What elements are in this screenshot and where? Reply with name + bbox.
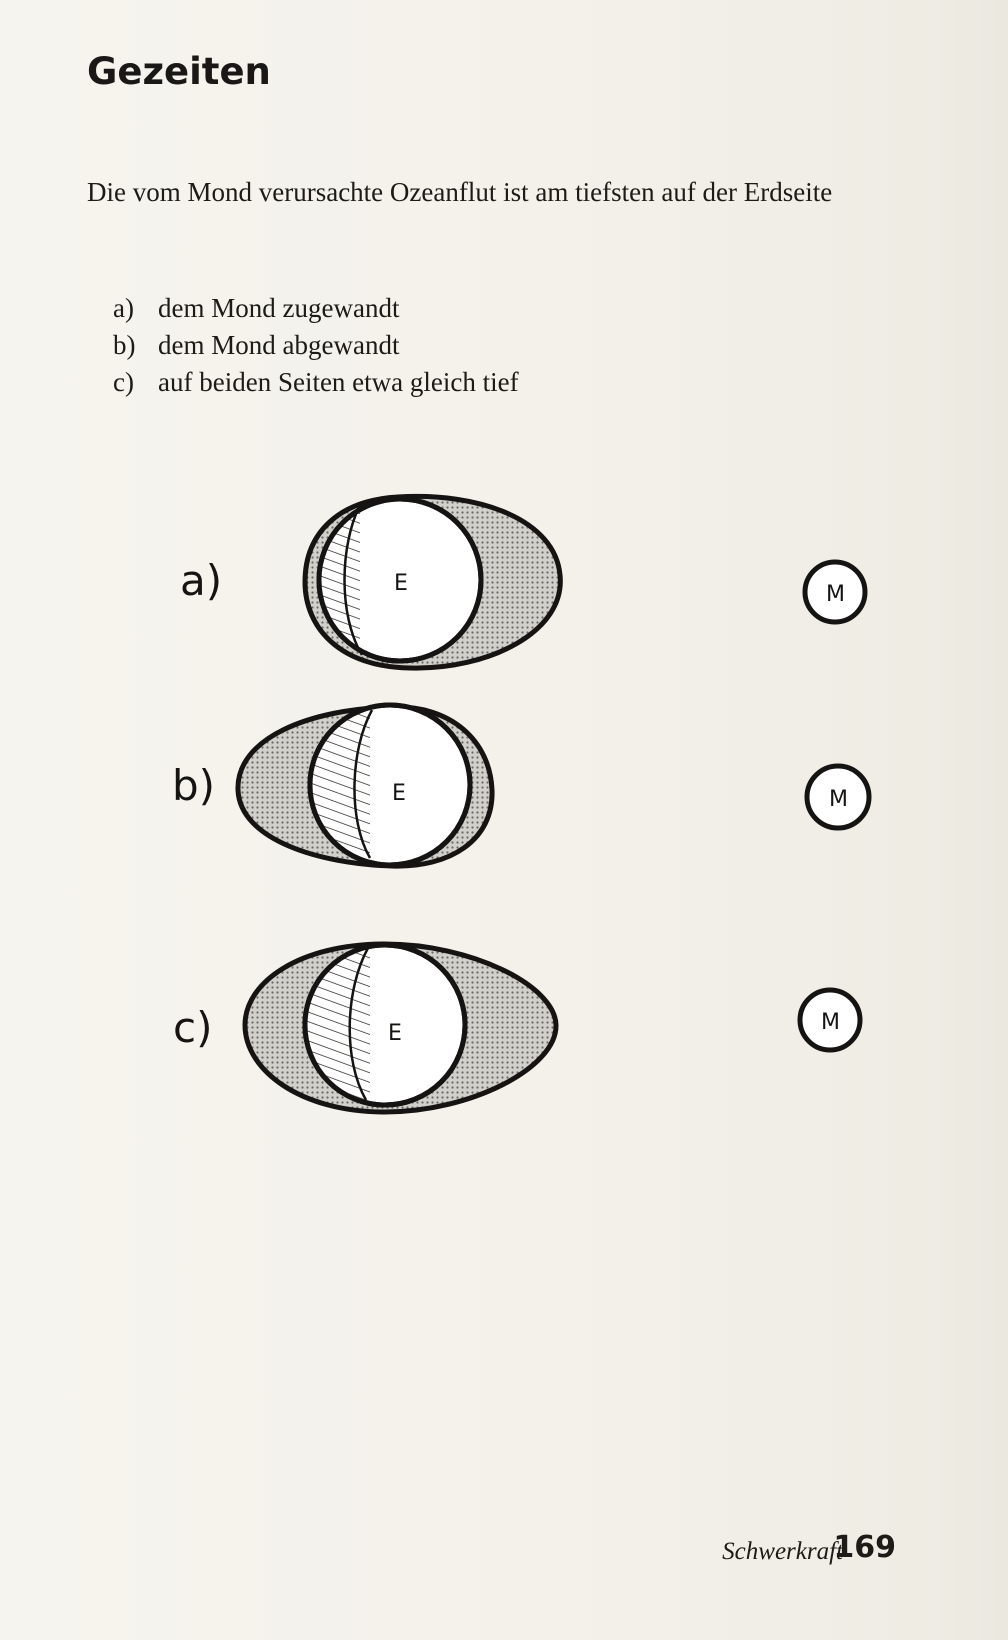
moon-label-c: M <box>821 1010 840 1035</box>
question-text: Die vom Mond verursachte Ozeanflut ist a… <box>87 177 833 207</box>
option-c: c) auf beiden Seiten etwa gleich tief <box>113 364 519 401</box>
moon-b: M <box>804 763 872 831</box>
moon-a: M <box>802 559 868 625</box>
page-title: Gezeiten <box>87 50 271 93</box>
earth-label-a: E <box>394 571 408 596</box>
moon-label-a: M <box>826 582 845 607</box>
earth-label-c: E <box>388 1021 402 1046</box>
diagram-a: E a) M <box>180 493 868 671</box>
diagram-label-b: b) <box>172 761 215 810</box>
option-c-letter: c) <box>113 367 134 397</box>
diagram-label-c: c) <box>173 1003 212 1052</box>
diagram-c: E c) M <box>173 941 863 1115</box>
moon-label-b: M <box>829 787 848 812</box>
page-footer: Schwerkraft 169 <box>0 1530 1008 1570</box>
diagram-b: E b) M <box>172 702 872 869</box>
option-a-letter: a) <box>113 293 134 323</box>
chapter-name: Schwerkraft <box>722 1538 843 1565</box>
option-a: a) dem Mond zugewandt <box>113 290 519 327</box>
answer-options: a) dem Mond zugewandt b) dem Mond abgewa… <box>113 290 519 401</box>
option-a-text: dem Mond zugewandt <box>158 293 400 323</box>
moon-c: M <box>797 987 863 1053</box>
option-b-text: dem Mond abgewandt <box>158 330 400 360</box>
page-number: 169 <box>833 1530 896 1565</box>
diagram-label-a: a) <box>180 556 222 605</box>
option-b-letter: b) <box>113 330 136 360</box>
option-b: b) dem Mond abgewandt <box>113 327 519 364</box>
earth-label-b: E <box>392 781 406 806</box>
option-c-text: auf beiden Seiten etwa gleich tief <box>158 367 519 397</box>
